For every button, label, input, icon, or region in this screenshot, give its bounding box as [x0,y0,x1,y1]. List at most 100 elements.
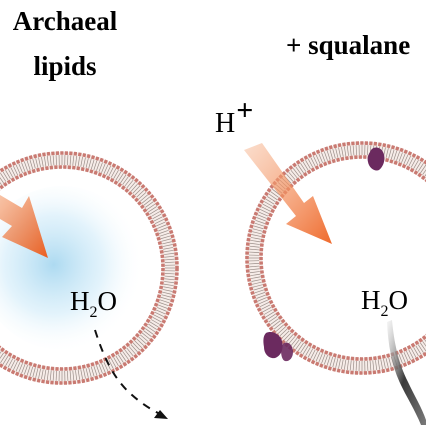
lipid-tail [164,275,175,278]
lipid-tail [268,316,278,323]
lipid-tail [128,346,136,355]
water-leak-streak [387,320,426,425]
lipid-tail [132,185,141,194]
lipid-tail [67,370,69,381]
lipid-tail [106,165,111,176]
lipid-tail [164,273,175,275]
squalane-molecule-bottom [263,331,283,359]
right-water-o: O [388,285,409,315]
lipid-tail [249,251,260,253]
lipid-tail [249,263,260,265]
lipid-tail [161,238,172,242]
lipid-tail [98,364,103,374]
lipid-tail [410,158,417,168]
lipid-tail [29,159,34,170]
lipid-tail [393,150,398,161]
lipid-tail [138,192,147,200]
lipid-tail [388,148,392,159]
lipid-tail [93,365,98,376]
left-water-o: O [97,286,118,316]
lipid-tail [52,155,55,166]
lipid-tail [146,203,156,210]
lipid-tail [297,164,304,174]
lipid-tail [250,276,261,279]
lipid-tail [259,209,270,214]
lipid-tail [346,360,349,371]
lipid-tail [403,351,409,362]
lipid-tail [115,355,122,365]
lipid-tail [249,245,260,248]
lipid-tail [110,358,117,368]
lipid-head-ring [0,165,165,371]
lipid-head-ring [0,151,179,385]
lipid-tail [120,352,127,362]
lipid-tail [155,221,166,227]
lipid-tail [300,344,307,353]
lipid-tail [249,242,260,245]
lipid-tail [367,360,369,371]
lipid-tail [380,359,383,370]
lipid-tail [349,360,352,371]
lipid-tail [267,196,276,203]
lipid-tail [332,357,336,368]
lipid-tail [259,302,270,307]
lipid-tail [55,155,57,166]
lipid-tail [148,323,157,330]
lipid-tail [415,161,422,171]
lipid-tail [38,157,41,168]
lipid-tail [315,154,321,165]
right-proton-arrow [244,143,332,244]
lipid-tail [367,145,369,156]
lipid-tail [158,304,168,309]
lipid-tail [160,296,171,301]
lipid-tail [162,241,172,245]
left-water-h: H [70,286,90,316]
lipid-tail [21,364,26,374]
lipid-tail [335,358,339,368]
lipid-tail [335,148,339,158]
lipid-tail [422,341,426,347]
lipid-tail [346,145,349,156]
lipid-tail [18,363,23,373]
lipid-tail [277,326,286,334]
lipid-tail [55,370,57,381]
lipid-tail [93,160,98,171]
lipid-tail [117,173,124,182]
lipid-tail [115,171,122,181]
lipid-tail [138,336,147,344]
lipid-tail [0,182,2,185]
lipid-tail [151,211,161,217]
lipid-tail [143,330,152,338]
lipid-tail [0,177,4,184]
lipid-tail [26,365,31,376]
lipid-tail [252,284,263,288]
lipid-tail [254,289,265,294]
lipid-tail [295,166,302,175]
lipid-tail [153,216,163,222]
lipid-tail [108,167,114,177]
lipid-tail [302,345,309,355]
lipid-tail [413,347,419,357]
lipid-tail [140,334,149,342]
lipid-tail [163,286,174,289]
lipid-tail [279,328,288,337]
lipid-tail [352,145,355,156]
lipid-tail [2,171,9,181]
lipid-tail [15,361,21,372]
lipid-tail [83,368,86,379]
lipid-tail [297,342,304,352]
lipid-tail [149,208,159,215]
lipid-tail [96,364,101,375]
lipid-tail [5,357,11,367]
lipid-tail [270,191,279,198]
lipid-tail [126,179,134,189]
squalane-molecule-bottom-2 [281,342,293,362]
lipid-tail [267,313,276,320]
lipid-tail [96,161,101,172]
lipid-tail [273,322,283,330]
lipid-tail [5,169,11,179]
lipid-tail [349,145,352,156]
lipid-tail [158,302,169,307]
lipid-tail [113,169,119,179]
lipid-tail [290,337,298,347]
